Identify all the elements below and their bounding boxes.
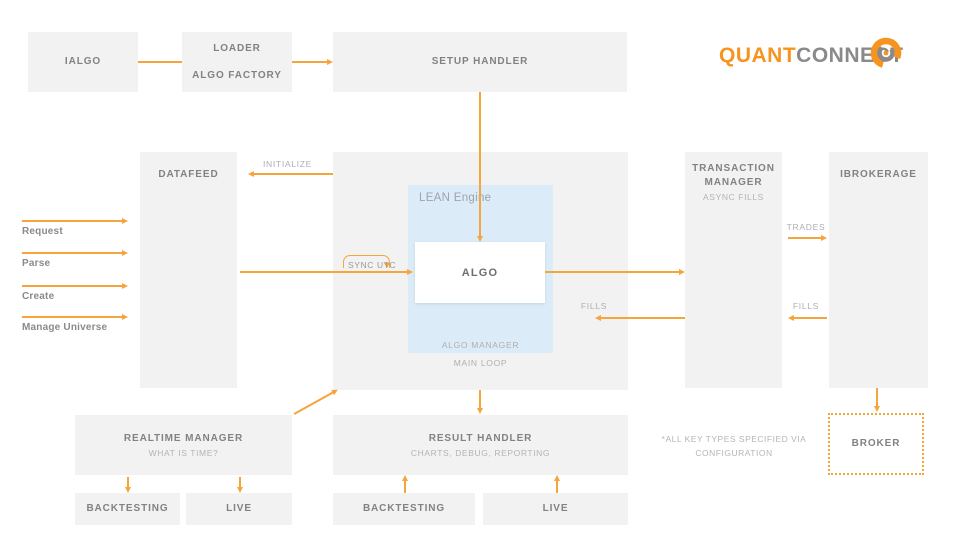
arrowhead bbox=[407, 268, 413, 275]
arrowhead bbox=[122, 282, 128, 289]
arrow-manage-universe-to-datafeed bbox=[22, 313, 128, 320]
arrow-ibrokerage-to-broker bbox=[873, 388, 880, 412]
box-backtesting-center-title: BACKTESTING bbox=[362, 503, 446, 515]
arrow-realtime-to-live bbox=[236, 477, 243, 493]
arrowhead bbox=[679, 268, 685, 275]
logo-text-quant: QUANT bbox=[719, 44, 797, 67]
arrow-engine-to-result-handler bbox=[476, 390, 483, 414]
box-datafeed: DATAFEED bbox=[140, 152, 237, 388]
box-realtime-manager-title: REALTIME MANAGER bbox=[123, 432, 244, 444]
box-backtesting-center: BACKTESTING bbox=[333, 493, 475, 525]
box-setup-handler: SETUP HANDLER bbox=[333, 32, 627, 92]
box-live-left: LIVE bbox=[186, 493, 292, 525]
arrow-algo-to-transaction-manager bbox=[545, 268, 685, 275]
arrow-realtime-to-backtesting bbox=[124, 477, 131, 493]
lean-engine-title: LEAN Engine bbox=[419, 192, 492, 204]
box-ibrokerage-title: IBROKERAGE bbox=[840, 169, 917, 180]
arrowhead bbox=[327, 58, 333, 65]
initialize-label: INITIALIZE bbox=[262, 159, 313, 169]
box-backtesting-left-title: BACKTESTING bbox=[86, 503, 169, 515]
arrowhead bbox=[122, 249, 128, 256]
sync-utc-arrowhead bbox=[384, 263, 390, 268]
configuration-note-line2: CONFIGURATION bbox=[695, 448, 773, 459]
arrow-fills-to-engine bbox=[595, 314, 685, 321]
trades-label: TRADES bbox=[786, 222, 826, 232]
arrow-backtesting-to-result-handler bbox=[401, 475, 408, 493]
arrowhead bbox=[124, 487, 131, 493]
box-backtesting-left: BACKTESTING bbox=[75, 493, 180, 525]
box-result-handler-subtitle: CHARTS, DEBUG, REPORTING bbox=[410, 448, 551, 459]
flow-label-manage-universe: Manage Universe bbox=[22, 322, 108, 333]
arrow-live-to-result-handler bbox=[553, 475, 560, 493]
box-algo: ALGO bbox=[415, 242, 545, 303]
box-ialgo-title: IALGO bbox=[64, 56, 102, 68]
configuration-note: *ALL KEY TYPES SPECIFIED VIA CONFIGURATI… bbox=[653, 432, 815, 460]
arrowhead bbox=[401, 475, 408, 481]
flow-label-create: Create bbox=[22, 291, 55, 302]
arrowhead bbox=[248, 170, 254, 177]
box-algo-factory-title: ALGO FACTORY bbox=[192, 69, 282, 81]
box-result-handler: RESULT HANDLER CHARTS, DEBUG, REPORTING bbox=[333, 415, 628, 475]
main-loop-label: MAIN LOOP bbox=[453, 358, 508, 368]
box-transaction-manager: TRANSACTION MANAGER ASYNC FILLS bbox=[685, 152, 782, 388]
box-ibrokerage: IBROKERAGE bbox=[829, 152, 928, 388]
box-broker-title: BROKER bbox=[851, 438, 901, 450]
box-live-center: LIVE bbox=[483, 493, 628, 525]
arrowhead bbox=[873, 406, 880, 412]
flow-label-parse: Parse bbox=[22, 258, 51, 269]
box-live-left-title: LIVE bbox=[226, 503, 252, 515]
arrow-parse-to-datafeed bbox=[22, 249, 128, 256]
arrowhead bbox=[122, 217, 128, 224]
arrowhead bbox=[476, 408, 483, 414]
arrow-setup-handler-to-algo bbox=[476, 92, 483, 242]
flow-label-request: Request bbox=[22, 226, 63, 237]
box-loader-algo-factory: LOADER ALGO FACTORY bbox=[182, 32, 292, 92]
box-setup-handler-title: SETUP HANDLER bbox=[431, 56, 529, 68]
arrow-create-to-datafeed bbox=[22, 282, 128, 289]
fills-to-engine-label: FILLS bbox=[580, 301, 608, 311]
box-realtime-manager: REALTIME MANAGER WHAT IS TIME? bbox=[75, 415, 292, 475]
arrowhead bbox=[821, 234, 827, 241]
arrow-fills-to-transaction-manager bbox=[788, 314, 827, 321]
box-realtime-manager-subtitle: WHAT IS TIME? bbox=[148, 448, 219, 459]
arrow-trades-to-ibrokerage bbox=[788, 234, 827, 241]
configuration-note-line1: *ALL KEY TYPES SPECIFIED VIA bbox=[661, 434, 807, 444]
box-transaction-manager-title-line1: TRANSACTION bbox=[692, 163, 775, 174]
arrow-realtime-manager-to-engine bbox=[293, 386, 340, 415]
box-datafeed-title: DATAFEED bbox=[158, 169, 219, 180]
arrowhead bbox=[476, 236, 483, 242]
arrowhead bbox=[553, 475, 560, 481]
box-result-handler-title: RESULT HANDLER bbox=[428, 432, 533, 444]
sync-utc-label: SYNC UTC bbox=[348, 260, 397, 270]
algo-manager-label: ALGO MANAGER bbox=[441, 340, 520, 350]
box-transaction-manager-title-line2: MANAGER bbox=[704, 176, 763, 188]
arrowhead bbox=[788, 314, 794, 321]
box-live-center-title: LIVE bbox=[542, 503, 569, 515]
algo-title: ALGO bbox=[461, 266, 499, 279]
box-transaction-manager-subtitle: ASYNC FILLS bbox=[703, 192, 764, 202]
arrow-request-to-datafeed bbox=[22, 217, 128, 224]
arrow-datafeed-to-algo bbox=[240, 268, 413, 275]
box-ialgo: IALGO bbox=[28, 32, 138, 92]
box-broker: BROKER bbox=[828, 413, 924, 475]
quantconnect-swirl-icon bbox=[870, 37, 902, 69]
arrow-initialize-to-datafeed bbox=[248, 170, 333, 177]
sync-utc-bracket bbox=[343, 255, 390, 268]
arrowhead bbox=[236, 487, 243, 493]
box-loader-title: LOADER bbox=[213, 43, 261, 54]
fills-to-tm-label: FILLS bbox=[792, 301, 820, 311]
arrowhead bbox=[122, 313, 128, 320]
arrowhead bbox=[595, 314, 601, 321]
